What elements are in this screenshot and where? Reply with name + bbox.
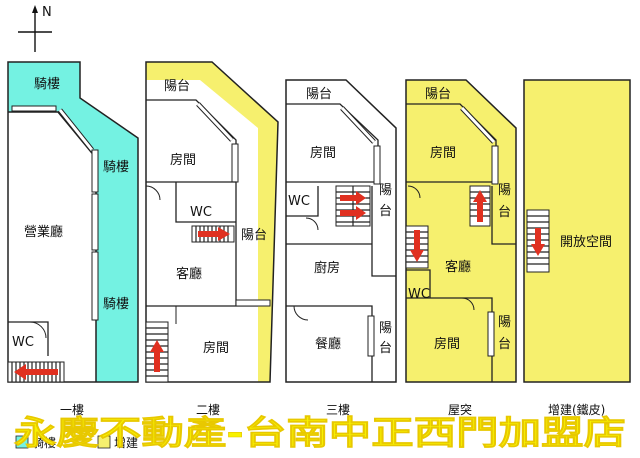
rooftop-extension-area bbox=[405, 79, 517, 383]
stairs-arrow-icon bbox=[473, 190, 487, 222]
stairs-2f-lower bbox=[145, 321, 169, 383]
f2-wc-label: WC bbox=[190, 205, 212, 220]
addon-caption: 增建(鐵皮) bbox=[548, 402, 605, 417]
roof-balcony-right-lower-2: 台 bbox=[498, 337, 511, 352]
addon-plan: 開放空間 bbox=[523, 79, 631, 383]
f1-arcade-top-label: 騎樓 bbox=[34, 77, 60, 92]
f3-balcony-top-label: 陽台 bbox=[306, 87, 332, 102]
f3-balcony-right-lower-2: 台 bbox=[379, 341, 392, 356]
roof-balcony-top-label: 陽台 bbox=[425, 87, 451, 102]
stairs-1f bbox=[7, 361, 65, 383]
roof-balcony-right-lower-1: 陽 bbox=[498, 315, 511, 330]
f2-extension-area bbox=[146, 62, 278, 382]
floor-2-plan: 陽台 房間 WC 陽台 客廳 房間 bbox=[145, 61, 279, 383]
roof-wc-label: WC bbox=[408, 287, 430, 302]
f3-balcony-right-upper-2: 台 bbox=[379, 204, 392, 219]
stairs-rooftop-left bbox=[405, 225, 429, 269]
stairs-2f-upper bbox=[191, 225, 235, 243]
rooftop-plan: 陽台 房間 陽 台 客廳 WC 房間 陽 台 bbox=[405, 79, 517, 383]
f1-arcade-right-upper-label: 騎樓 bbox=[103, 160, 129, 175]
f2-caption: 二樓 bbox=[196, 402, 220, 417]
legend-arcade-label: 騎樓 bbox=[32, 435, 56, 450]
watermark-banner: 永慶不動產-台南中正西門加盟店 bbox=[14, 413, 626, 452]
f1-business-hall-label: 營業廳 bbox=[24, 224, 63, 240]
stairs-rooftop-right bbox=[469, 185, 491, 227]
stairs-arrow-icon bbox=[340, 191, 366, 205]
floor-1-plan: 騎樓 騎樓 騎樓 營業廳 WC bbox=[7, 61, 139, 383]
roof-bedroom-top-label: 房間 bbox=[430, 145, 456, 161]
f2-bedroom-bottom-label: 房間 bbox=[203, 340, 229, 356]
f3-balcony-right-upper-1: 陽 bbox=[379, 183, 392, 198]
roof-living-room-label: 客廳 bbox=[445, 259, 471, 275]
f2-bedroom-top-label: 房間 bbox=[170, 152, 196, 168]
north-label: N bbox=[42, 5, 52, 20]
stairs-arrow-icon bbox=[340, 206, 366, 220]
stairs-arrow-icon bbox=[198, 227, 230, 241]
stairs-3f bbox=[335, 185, 371, 227]
stairs-arrow-icon bbox=[410, 230, 424, 262]
f3-bedroom-label: 房間 bbox=[310, 145, 336, 161]
addon-open-space-label: 開放空間 bbox=[560, 235, 612, 250]
stairs-arrow-icon bbox=[531, 228, 545, 256]
stairs-addon bbox=[526, 209, 550, 273]
floor-3-plan: 陽台 房間 WC 陽 台 廚房 餐廳 陽 台 bbox=[285, 79, 397, 383]
f2-balcony-side-label: 陽台 bbox=[241, 228, 267, 243]
stairs-arrow-icon bbox=[150, 340, 164, 372]
stairs-arrow-icon bbox=[14, 364, 58, 380]
f3-dining-label: 餐廳 bbox=[315, 336, 341, 352]
roof-caption: 屋突 bbox=[448, 402, 472, 417]
roof-balcony-right-upper-1: 陽 bbox=[498, 183, 511, 198]
f1-arcade-right-lower-label: 騎樓 bbox=[103, 297, 129, 312]
legend-extension-label: 增建 bbox=[114, 436, 138, 450]
legend: 騎樓 增建 bbox=[15, 435, 138, 450]
f3-wc-label: WC bbox=[288, 194, 310, 209]
f2-living-room-label: 客廳 bbox=[176, 266, 202, 282]
f3-balcony-right-lower-1: 陽 bbox=[379, 321, 392, 336]
f3-caption: 三樓 bbox=[326, 402, 350, 417]
f2-balcony-top-label: 陽台 bbox=[164, 79, 190, 94]
roof-balcony-right-upper-2: 台 bbox=[498, 205, 511, 220]
f1-wc-label: WC bbox=[12, 335, 34, 350]
f1-caption: 一樓 bbox=[60, 402, 84, 417]
arcade-area bbox=[8, 62, 138, 382]
compass: N bbox=[18, 5, 52, 52]
legend-arcade-swatch bbox=[15, 435, 29, 449]
legend-extension-swatch bbox=[97, 435, 111, 449]
f3-kitchen-label: 廚房 bbox=[314, 260, 340, 276]
roof-bedroom-bottom-label: 房間 bbox=[434, 336, 460, 352]
